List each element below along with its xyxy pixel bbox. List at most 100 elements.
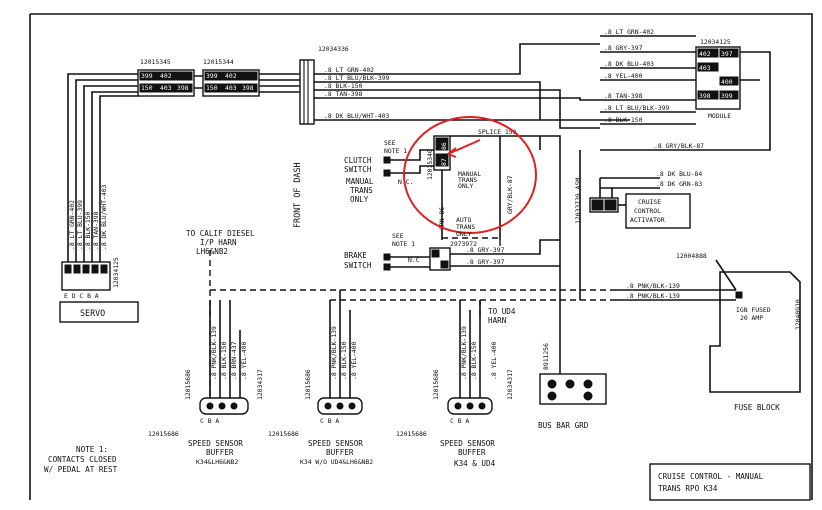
module-wire-8: .8 GRY/BLK-87: [654, 142, 704, 150]
fuse-block-label: FUSE BLOCK: [734, 403, 780, 412]
module-wire-7: .8 BLK-150: [604, 116, 643, 124]
sensor-b-number: 12015686: [304, 369, 312, 400]
clutch-note: NOTE 1: [384, 147, 407, 155]
clutch-see: SEE: [384, 139, 396, 147]
vertical-pin-2: 87: [440, 158, 448, 166]
note-line-1: NOTE 1:: [76, 445, 108, 454]
sensor-c-wire-1: .8 PNK/BLK-139: [460, 326, 468, 380]
small-manual-3: ONLY: [458, 182, 474, 190]
activator-wires: [579, 150, 660, 300]
clutch-nc: N.C.: [398, 178, 413, 186]
sensor-a-base-number: 12015686: [148, 430, 179, 438]
servo-wire-5: .8 DK BLU/WHT-403: [100, 184, 108, 250]
auto-label-3: ONLY: [456, 230, 472, 238]
title-block: [649, 463, 811, 501]
title-line-1: CRUISE CONTROL - MANUAL: [658, 472, 764, 481]
sensor-b-base-number: 12015686: [268, 430, 299, 438]
servo-box: [59, 301, 139, 323]
front-of-dash-label: FRONT OF DASH: [292, 162, 302, 228]
sensor-b-wires: [329, 290, 351, 398]
sensor-c-connector: [447, 397, 493, 415]
module-wire-4: .8 YEL-400: [604, 72, 643, 80]
sensor-a-wire-4: .8 YEL-400: [240, 341, 248, 380]
vertical-connector-number: 12015340: [426, 149, 434, 180]
sensor-b-label-3: K34 W/O UD4&LH6&NB2: [300, 458, 373, 466]
c1-pin-3: 150: [141, 84, 153, 92]
c1-c2-bridge: [194, 75, 203, 89]
sensor-b-label-2: BUFFER: [326, 448, 354, 457]
frame-line: [29, 13, 813, 500]
servo-harness: [67, 73, 138, 262]
activator-label-3: ACTIVATOR: [630, 216, 665, 224]
vertical-pin-1: 86: [440, 142, 448, 150]
module-wire-2: .8 GRY-397: [604, 44, 643, 52]
sensor-b-wire-3: .8 YEL-400: [350, 341, 358, 380]
sensor-c-label-2: BUFFER: [458, 448, 486, 457]
fuse-wires: [610, 259, 737, 301]
activator-wire-1: .8 DK BLU-84: [656, 170, 702, 178]
servo-connector-number: 12034125: [112, 257, 120, 288]
connector-c1-number: 12015345: [140, 58, 171, 66]
c2-pin-2: 402: [225, 72, 237, 80]
sensor-c-label-3: K34 & UD4: [454, 459, 496, 468]
small-manual-2: TRANS: [458, 176, 477, 184]
sensor-c-number-2: 12034317: [506, 369, 514, 400]
sensor-a-label-1: SPEED SENSOR: [188, 439, 243, 448]
red-annotation-arrow: [447, 139, 481, 158]
c1-pin-4: 403: [160, 84, 172, 92]
auto-dashed-wire: [442, 237, 501, 250]
activator-label-2: CONTROL: [634, 207, 661, 215]
c1-pin-5: 398: [177, 84, 189, 92]
bus-bar: [539, 373, 607, 405]
grommet-wire-3: .8 BLK-150: [324, 82, 363, 90]
brake-label-1: BRAKE: [344, 251, 367, 260]
servo-connector: [61, 261, 111, 291]
brake-note: NOTE 1: [392, 240, 415, 248]
note-line-3: W/ PEDAL AT REST: [44, 465, 118, 474]
module-pin-2: 397: [721, 50, 733, 58]
fuse-wire-1: .8 PNK/BLK-139: [626, 282, 680, 290]
module-connector: [695, 46, 741, 110]
red-annotation-circle: [403, 116, 537, 234]
grommet-wire-2: .8 LT BLU/BLK-399: [324, 74, 390, 82]
ud4-label-2: HARN: [488, 316, 507, 325]
grommet-wires: [314, 43, 630, 129]
servo-wire-2: .8 LT BLU-399: [76, 200, 84, 250]
activator-connector: [589, 197, 619, 213]
brake-see: SEE: [392, 232, 404, 240]
servo-pin-letters: E D C B A: [64, 292, 99, 300]
grommet-wire-4: .8 TAN-398: [324, 90, 363, 98]
sensor-b-label-1: SPEED SENSOR: [308, 439, 363, 448]
activator-wire-2: .8 DK GRN-83: [656, 180, 702, 188]
servo-wire-4: .8 TAN-398: [92, 211, 100, 250]
brake-switch: [383, 247, 451, 271]
c2-pin-3: 150: [206, 84, 218, 92]
module-pin-4: 400: [721, 78, 733, 86]
c2-pin-1: 399: [206, 72, 218, 80]
fuse-connector-number: 12004888: [676, 252, 707, 260]
connector-c2-number: 12015344: [203, 58, 234, 66]
small-manual-1: MANUAL: [458, 170, 481, 178]
sensor-a-wires: [209, 300, 241, 398]
manual-label-3: ONLY: [350, 195, 369, 204]
sensor-a-number-2: 12034317: [256, 369, 264, 400]
fuse-wire-2: .8 PNK/BLK-139: [626, 292, 680, 300]
title-line-2: TRANS RPO K34: [658, 484, 718, 493]
module-wire-1: .8 LT GRN-402: [604, 28, 654, 36]
activator-connector-number: 12033739 ASM: [574, 178, 582, 224]
servo-wire-3: .8 BLK-150: [84, 211, 92, 250]
fuse-vertical-number: 12040910: [794, 299, 802, 330]
module-pin-1: 402: [699, 50, 711, 58]
sensor-c-wire-2: .8 BLK-150: [470, 341, 478, 380]
grommet-wire-5: .8 DK BLU/WHT-403: [324, 112, 390, 120]
module-number: 12034125: [700, 38, 731, 46]
sensor-c-letters: C B A: [450, 417, 469, 425]
sensor-c-number: 12015686: [432, 369, 440, 400]
sensor-a-letters: C B A: [200, 417, 219, 425]
c1-pin-1: 399: [141, 72, 153, 80]
servo-wire-1: .8 LT GRN-402: [68, 200, 76, 250]
auto-label-1: AUTO: [456, 216, 472, 224]
module-pin-3: 403: [699, 64, 711, 72]
bus-bar-label: BUS BAR GRD: [538, 421, 589, 430]
